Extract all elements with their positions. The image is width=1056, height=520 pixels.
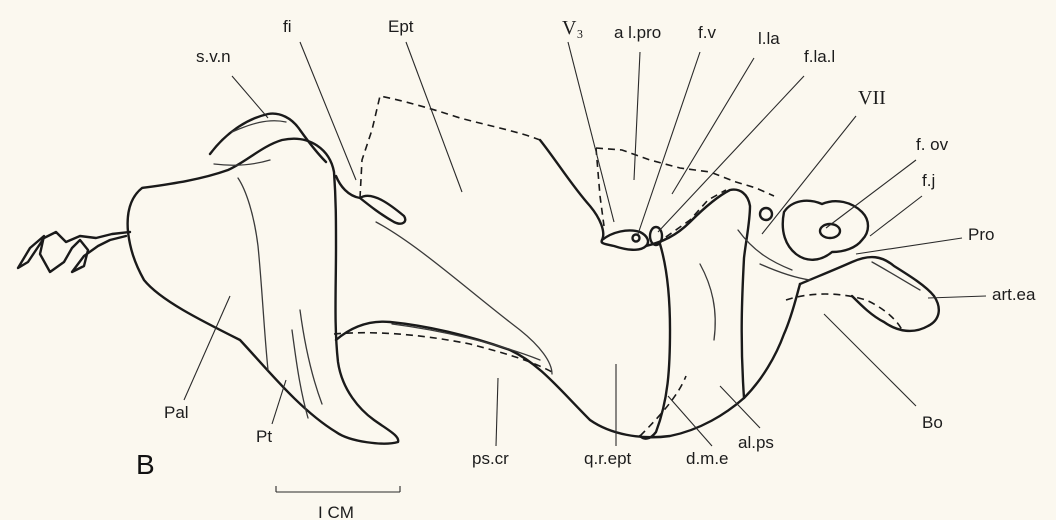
foramen-vii-mark: [633, 235, 640, 242]
label-pro: Pro: [968, 225, 994, 244]
label-ept: Ept: [388, 17, 414, 36]
scale-bar: [276, 486, 400, 492]
label-artea: art.ea: [992, 285, 1036, 304]
label-fj: f.j: [922, 171, 935, 190]
label-fv: f.v: [698, 23, 716, 42]
label-flal: f.la.l: [804, 47, 835, 66]
label-dme: d.m.e: [686, 449, 729, 468]
label-alpro: a l.pro: [614, 23, 661, 42]
label-v3: V₃: [562, 17, 583, 39]
label-fov: f. ov: [916, 135, 949, 154]
panel-letter: B: [136, 449, 155, 480]
label-fi: fi: [283, 17, 292, 36]
label-svn: s.v.n: [196, 47, 231, 66]
label-lla: l.la: [758, 29, 780, 48]
label-bo: Bo: [922, 413, 943, 432]
label-vii: VII: [858, 87, 886, 109]
label-alps: al.ps: [738, 433, 774, 452]
vii-foramen-mark: [760, 208, 772, 220]
label-pal: Pal: [164, 403, 189, 422]
interior-lines: [214, 160, 920, 418]
label-pt: Pt: [256, 427, 272, 446]
dashed-reconstruction: [334, 96, 902, 436]
foramen-ovale-mark: [820, 224, 840, 238]
label-pscr: ps.cr: [472, 449, 509, 468]
label-qrept: q.r.ept: [584, 449, 632, 468]
scale-bar-label: I CM: [318, 503, 354, 520]
